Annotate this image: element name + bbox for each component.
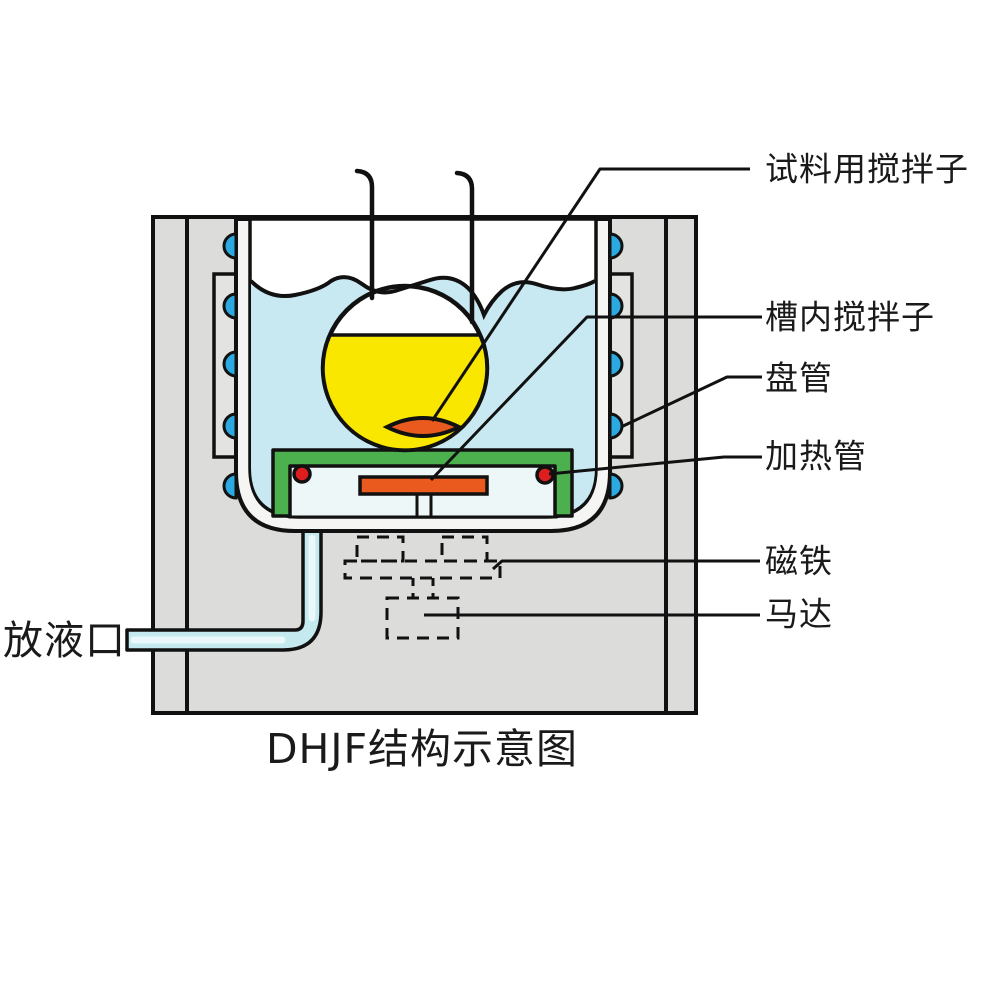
coil-bump-icon <box>222 232 238 260</box>
coil-bump-icon <box>608 292 624 320</box>
heating-tube-left <box>292 464 312 484</box>
figure-caption: DHJF结构示意图 <box>266 725 578 773</box>
label-magnet: 磁铁 <box>765 542 833 581</box>
coil-bump-icon <box>608 350 624 378</box>
leader-sample-stirrer <box>430 167 750 422</box>
leader-lines <box>424 167 762 617</box>
label-motor: 马达 <box>765 595 833 634</box>
coil-bumps <box>222 232 624 500</box>
coil-bump-icon <box>222 292 238 320</box>
leader-magnet <box>492 559 760 571</box>
label-heating-tube: 加热管 <box>765 437 867 476</box>
coil-bump-icon <box>222 472 238 500</box>
magnet-bar <box>343 559 502 580</box>
sample-stirrer-lens <box>382 416 464 438</box>
leader-coil <box>620 375 762 429</box>
motor-box <box>385 596 460 640</box>
coil-bump-icon <box>222 350 238 378</box>
label-bath-stirrer: 槽内搅拌子 <box>765 298 935 337</box>
coil-bump-icon <box>222 412 238 440</box>
drain-pipe-highlight <box>130 534 316 644</box>
flask-neck-left-line <box>354 168 375 301</box>
coil-bump-icon <box>608 412 624 440</box>
magnet-pole-left <box>355 535 405 563</box>
coil-bump-icon <box>608 232 624 260</box>
flask-neck-right-line <box>454 170 475 325</box>
label-coil: 盘管 <box>765 359 833 398</box>
leader-bath-stirrer <box>429 315 762 482</box>
coil-bump-icon <box>608 472 624 500</box>
label-drain-port: 放液口 <box>3 618 126 664</box>
leader-heating-tube <box>548 455 762 476</box>
magnet-motor-assembly <box>343 535 502 640</box>
bath-surface-line <box>249 275 596 321</box>
label-sample-stirrer: 试料用搅拌子 <box>765 150 969 189</box>
magnet-pole-right <box>440 535 489 563</box>
flask-neck <box>354 168 475 325</box>
tank-stirrer-bar <box>358 475 489 496</box>
